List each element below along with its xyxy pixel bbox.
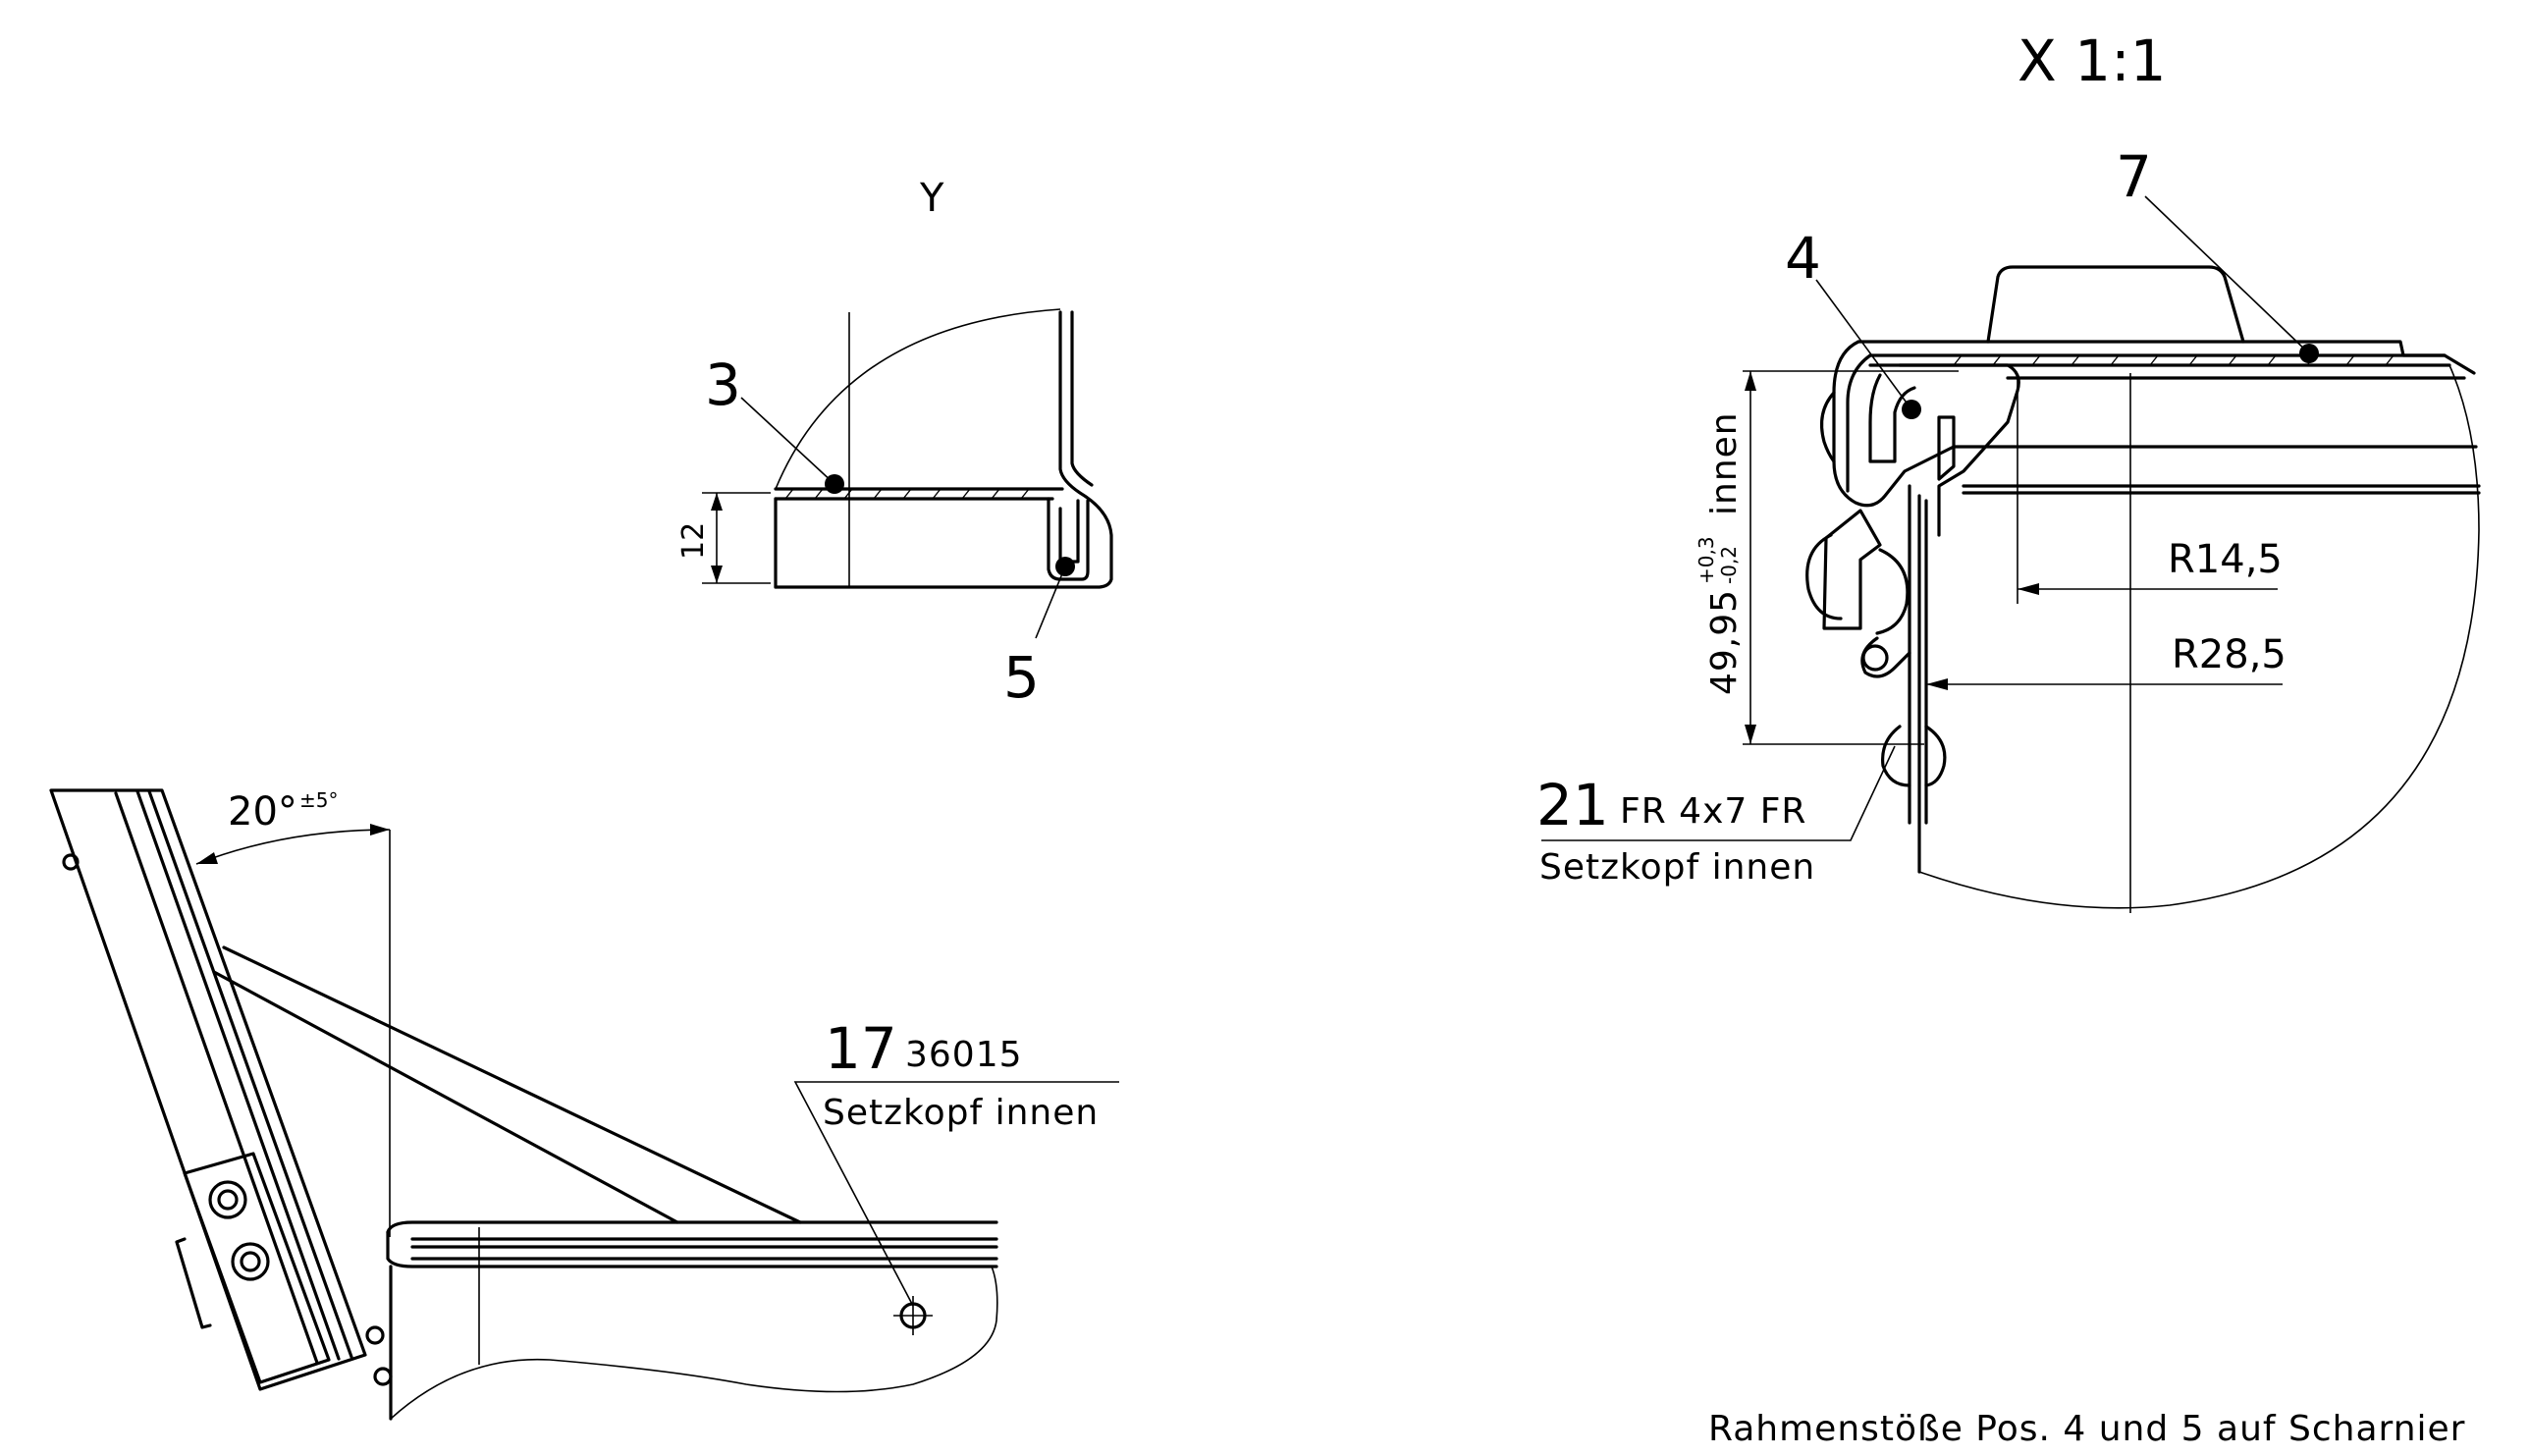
hinge-strut-upper [222,945,802,1224]
callout-17-code: 36015 [905,1035,1023,1075]
dim-tol-minus: -0,2 [1717,546,1741,584]
callout-17: 17 [825,1015,897,1082]
dim-r14: R14,5 [2168,537,2283,582]
view-x-hinge-top [1986,265,2245,344]
dim-angle: 20° [228,789,297,835]
view-x-label: X 1:1 [2018,27,2167,94]
dim-tol-plus: +0,3 [1695,536,1718,584]
view-x-boundary [1918,364,2480,909]
footer-note: Rahmenstöße Pos. 4 und 5 auf Scharnier [1708,1409,2465,1449]
dim-angle-tol: ±5° [299,788,338,812]
dim-innen: innen [1704,411,1745,515]
dim-12: 12 [676,522,711,560]
view-y-label: Y [919,176,944,221]
view-y-hatch [784,488,1030,500]
callout-21-leader [1541,745,1896,841]
callout-17-note: Setzkopf innen [823,1093,1099,1133]
view-y-wall [774,310,1113,589]
view-x: X 1:1 [1536,27,2481,913]
callout-7: 7 [2116,143,2152,210]
hinge-block [183,1152,331,1384]
dim-49-95: 49,95 [1704,589,1745,695]
angle-arc [195,829,391,865]
callout-21-note: Setzkopf innen [1539,847,1815,888]
dim-r28: R28,5 [2172,632,2287,677]
view-y-boundary [775,308,1061,490]
callout-3: 3 [705,351,741,418]
hinge-frame [386,1220,998,1234]
callout-4: 4 [1785,225,1821,292]
callout-5: 5 [1003,644,1040,711]
callout-17-leader [793,1081,1119,1307]
callout-21-code: FR 4x7 FR [1620,791,1806,832]
callout-21: 21 [1536,772,1609,838]
hinge-boundary [390,1266,998,1420]
view-hinge: 20° ±5° 17 36015 Setzkopf innen [49,788,1119,1421]
view-x-gasket [1832,340,1956,508]
view-y: Y 12 3 5 [676,176,1113,711]
